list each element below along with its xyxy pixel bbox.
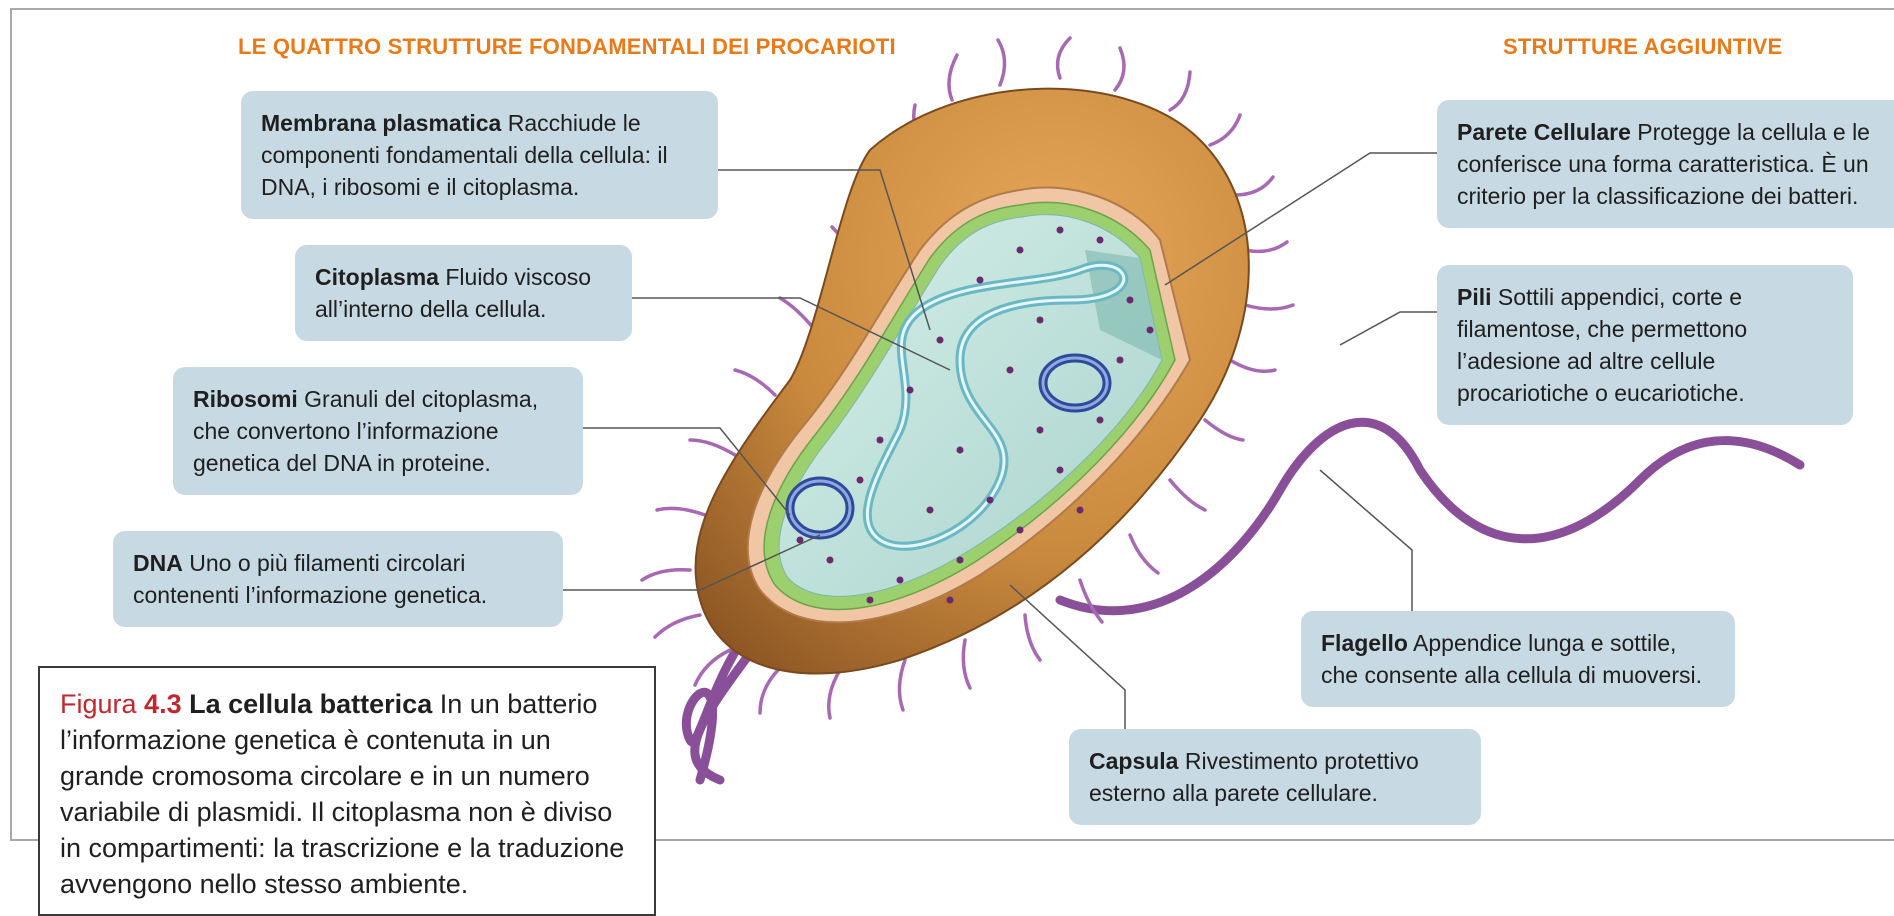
figure-label: Figura: [60, 689, 137, 719]
label-term: Parete Cellulare: [1457, 119, 1631, 145]
label-term: Capsula: [1089, 748, 1178, 774]
label-dna: DNA Uno o più filamenti circolari conten…: [113, 531, 563, 627]
label-membrana-plasmatica: Membrana plasmatica Racchiude le compone…: [241, 91, 718, 219]
figure-caption: Figura 4.3 La cellula batterica In un ba…: [38, 666, 656, 916]
label-pili: Pili Sottili appendici, corte e filament…: [1437, 265, 1853, 425]
label-parete-cellulare: Parete Cellulare Protegge la cellula e l…: [1437, 100, 1894, 228]
figure-number: 4.3: [144, 689, 182, 719]
label-citoplasma: Citoplasma Fluido viscoso all’interno de…: [295, 245, 632, 341]
label-description: Uno o più filamenti circolari contenenti…: [133, 550, 487, 608]
figure-title: La cellula batterica: [189, 689, 432, 719]
label-term: DNA: [133, 550, 183, 576]
label-term: Citoplasma: [315, 264, 439, 290]
figure-text: In un batterio l’informazione genetica è…: [60, 689, 624, 899]
label-description: Sottili appendici, corte e filamentose, …: [1457, 284, 1747, 406]
label-term: Flagello: [1321, 630, 1408, 656]
label-flagello: Flagello Appendice lunga e sottile, che …: [1301, 611, 1735, 707]
label-term: Ribosomi: [193, 386, 298, 412]
label-term: Membrana plasmatica: [261, 110, 501, 136]
label-term: Pili: [1457, 284, 1492, 310]
label-ribosomi: Ribosomi Granuli del citoplasma, che con…: [173, 367, 583, 495]
label-capsula: Capsula Rivestimento protettivo esterno …: [1069, 729, 1481, 825]
